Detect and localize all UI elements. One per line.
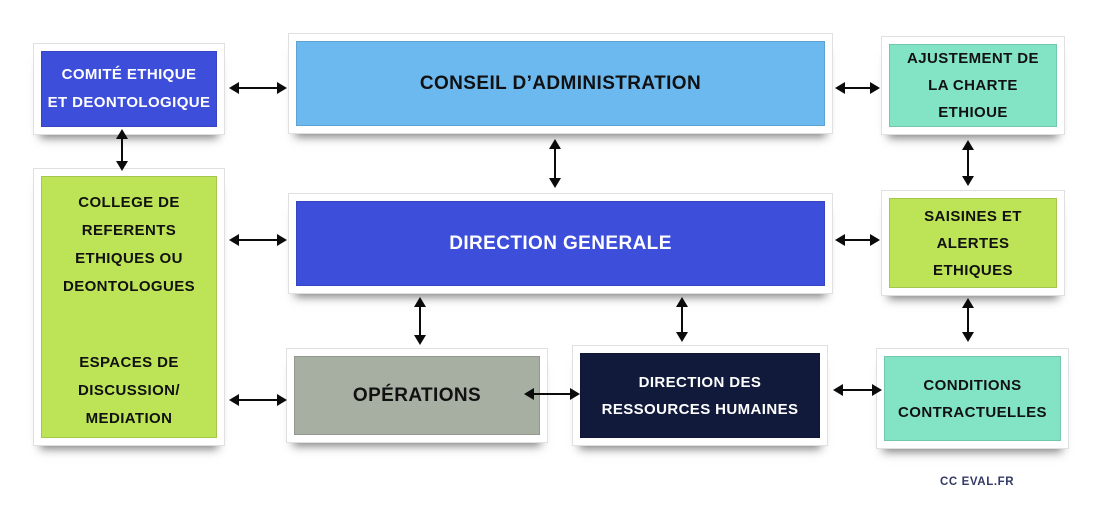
box-ressources-humaines-label: DIRECTION DES RESSOURCES HUMAINES xyxy=(601,373,799,418)
arrow-saisines-conditions xyxy=(967,307,969,333)
arrow-conseil-direction xyxy=(554,148,556,179)
box-conditions-contractuelles-fill: CONDITIONS CONTRACTUELLES xyxy=(884,356,1061,441)
box-ressources-humaines: DIRECTION DES RESSOURCES HUMAINES xyxy=(572,345,828,446)
arrow-drh-conditions xyxy=(842,389,873,391)
arrow-espaces-operations xyxy=(238,399,278,401)
box-operations: OPÉRATIONS xyxy=(286,348,548,443)
box-direction-generale-label: DIRECTION GENERALE xyxy=(449,232,672,254)
box-direction-generale-fill: DIRECTION GENERALE xyxy=(296,201,825,286)
arrow-college-direction xyxy=(238,239,278,241)
box-conseil-administration-fill: CONSEIL D’ADMINISTRATION xyxy=(296,41,825,126)
arrow-conseil-ajustement xyxy=(844,87,871,89)
credit-text: CC EVAL.FR xyxy=(940,476,1015,488)
box-comite-ethique-label: COMITÉ ETHIQUE ET DEONTOLOGIQUE xyxy=(47,66,211,111)
arrow-ajustement-saisines xyxy=(967,149,969,177)
box-conseil-administration-label: CONSEIL D’ADMINISTRATION xyxy=(419,72,702,94)
box-conditions-contractuelles-label: CONDITIONS CONTRACTUELLES xyxy=(898,376,1047,421)
box-college-espaces-fill: COLLEGE DE REFERENTS ETHIQUES OU DEONTOL… xyxy=(41,176,217,438)
box-comite-ethique: COMITÉ ETHIQUE ET DEONTOLOGIQUE xyxy=(33,43,225,135)
arrow-operations-drh xyxy=(533,393,571,395)
box-saisines-alertes-fill: SAISINES ET ALERTES ETHIQUES xyxy=(889,198,1057,288)
box-direction-generale: DIRECTION GENERALE xyxy=(288,193,833,294)
arrow-direction-drh xyxy=(681,306,683,333)
arrow-comite-conseil xyxy=(238,87,278,89)
box-ajustement-charte: AJUSTEMENT DE LA CHARTE ETHIOUE xyxy=(881,36,1065,135)
box-espaces-discussion-label: ESPACES DE DISCUSSION/ MEDIATION xyxy=(78,354,180,427)
arrow-comite-college xyxy=(121,138,123,162)
box-college-referents-label: COLLEGE DE REFERENTS ETHIQUES OU DEONTOL… xyxy=(62,194,196,295)
arrow-direction-operations xyxy=(419,306,421,336)
box-operations-label: OPÉRATIONS xyxy=(352,384,482,406)
box-comite-ethique-fill: COMITÉ ETHIQUE ET DEONTOLOGIQUE xyxy=(41,51,217,127)
arrow-direction-saisines xyxy=(844,239,871,241)
box-conditions-contractuelles: CONDITIONS CONTRACTUELLES xyxy=(876,348,1069,449)
box-conseil-administration: CONSEIL D’ADMINISTRATION xyxy=(288,33,833,134)
box-saisines-alertes: SAISINES ET ALERTES ETHIQUES xyxy=(881,190,1065,296)
box-operations-fill: OPÉRATIONS xyxy=(294,356,540,435)
box-ajustement-charte-label: AJUSTEMENT DE LA CHARTE ETHIOUE xyxy=(907,50,1039,121)
box-ajustement-charte-fill: AJUSTEMENT DE LA CHARTE ETHIOUE xyxy=(889,44,1057,127)
box-college-espaces: COLLEGE DE REFERENTS ETHIQUES OU DEONTOL… xyxy=(33,168,225,446)
box-saisines-alertes-label: SAISINES ET ALERTES ETHIQUES xyxy=(924,207,1022,279)
box-ressources-humaines-fill: DIRECTION DES RESSOURCES HUMAINES xyxy=(580,353,820,438)
